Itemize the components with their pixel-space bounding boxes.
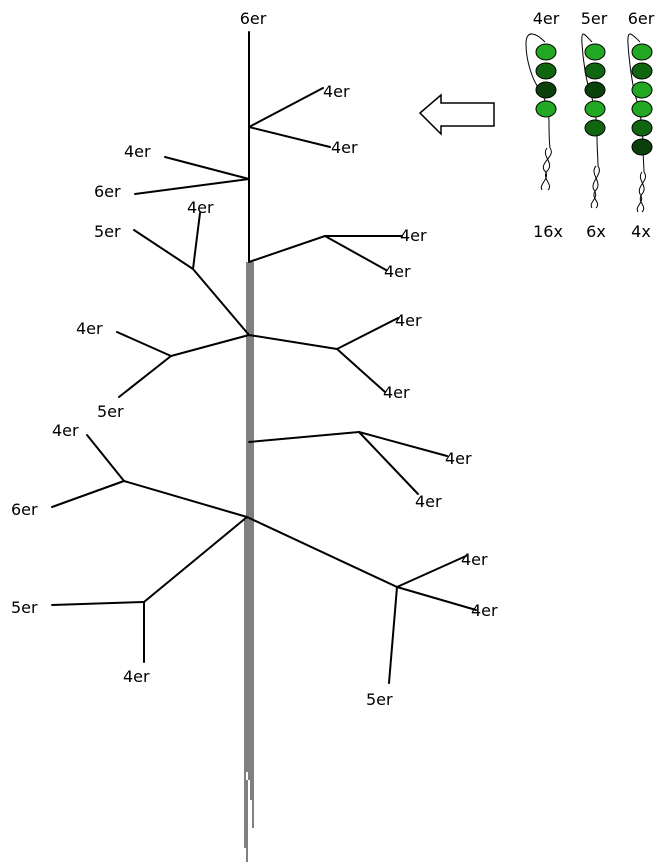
branch-line	[143, 516, 248, 603]
branch-line	[358, 431, 448, 457]
branch-line	[118, 355, 172, 398]
branch-label: 4er	[383, 383, 410, 402]
branch-line	[192, 212, 201, 270]
branch-labels: 4er 4er 4er 6er 5er 4er 4er 4er 4er 5er …	[11, 82, 498, 709]
branch-lines	[51, 87, 477, 684]
branch-label: 4er	[187, 198, 214, 217]
branch-line	[192, 268, 250, 336]
legend-bead	[631, 100, 653, 118]
branch-line	[246, 516, 398, 588]
branch-line	[134, 178, 250, 195]
legend-chain-label: 6er	[628, 9, 655, 28]
legend-bead	[584, 119, 606, 137]
branch-line	[86, 434, 125, 482]
legend-chain-6er: 6er 4x	[627, 9, 655, 241]
legend-chain-beads	[535, 43, 557, 118]
legend-bead	[535, 43, 557, 61]
branch-label: 4er	[395, 311, 422, 330]
legend: 4er 16x 5er 6x 6er 4x	[525, 9, 655, 241]
legend-chain-count: 4x	[631, 222, 651, 241]
legend-bead	[631, 62, 653, 80]
branch-line	[248, 126, 331, 148]
legend-bead	[535, 62, 557, 80]
legend-bead	[535, 100, 557, 118]
legend-chain-beads	[584, 43, 606, 137]
branch-line	[336, 317, 399, 350]
branch-label: 4er	[323, 82, 350, 101]
legend-bead	[535, 81, 557, 99]
legend-chain-wire	[544, 147, 551, 191]
branch-line	[248, 431, 360, 443]
legend-chain-count: 16x	[533, 222, 563, 241]
legend-bead	[584, 100, 606, 118]
branch-line	[248, 87, 324, 128]
branch-line	[324, 235, 387, 271]
branch-label: 4er	[124, 142, 151, 161]
legend-chain-label: 5er	[581, 9, 608, 28]
legend-chain-wire	[639, 171, 645, 213]
branch-label: 5er	[11, 598, 38, 617]
legend-bead	[584, 81, 606, 99]
branch-label: 4er	[384, 262, 411, 281]
trunk	[244, 31, 254, 862]
branch-label: 5er	[94, 222, 121, 241]
trunk-top-label: 6er	[240, 9, 267, 28]
branch-label: 4er	[52, 421, 79, 440]
branch-line	[396, 586, 477, 611]
left-arrow-icon	[418, 93, 495, 136]
legend-bead	[631, 138, 653, 156]
branch-line	[248, 235, 326, 263]
legend-chain-beads	[631, 43, 653, 156]
branch-line	[164, 156, 250, 180]
branch-line	[358, 431, 419, 495]
branch-line	[51, 480, 125, 508]
legend-bead	[631, 43, 653, 61]
branch-label: 4er	[331, 138, 358, 157]
legend-bead	[631, 119, 653, 137]
legend-chain-5er: 5er 6x	[581, 9, 608, 241]
branch-label: 4er	[415, 492, 442, 511]
branch-line	[336, 348, 386, 393]
legend-chain-wire	[593, 165, 599, 209]
branch-line	[388, 586, 398, 684]
branch-label: 4er	[76, 319, 103, 338]
branch-line	[170, 334, 250, 357]
branch-label: 4er	[471, 601, 498, 620]
branch-line	[133, 229, 194, 270]
branch-line	[123, 480, 248, 518]
legend-chain-count: 6x	[586, 222, 606, 241]
branch-label: 5er	[366, 690, 393, 709]
branch-label: 4er	[400, 226, 427, 245]
legend-chain-wire	[525, 33, 552, 191]
legend-bead	[584, 43, 606, 61]
branch-line	[248, 334, 338, 350]
legend-bead	[584, 62, 606, 80]
legend-chain-4er: 4er 16x	[525, 9, 563, 241]
branch-line	[51, 601, 145, 606]
branch-label: 4er	[123, 667, 150, 686]
branch-line	[116, 331, 172, 357]
legend-chain-label: 4er	[533, 9, 560, 28]
branch-label: 5er	[97, 402, 124, 421]
branch-line	[396, 555, 467, 588]
branch-label: 6er	[11, 500, 38, 519]
branch-label: 6er	[94, 182, 121, 201]
branch-label: 4er	[461, 550, 488, 569]
branch-label: 4er	[445, 449, 472, 468]
legend-bead	[631, 81, 653, 99]
